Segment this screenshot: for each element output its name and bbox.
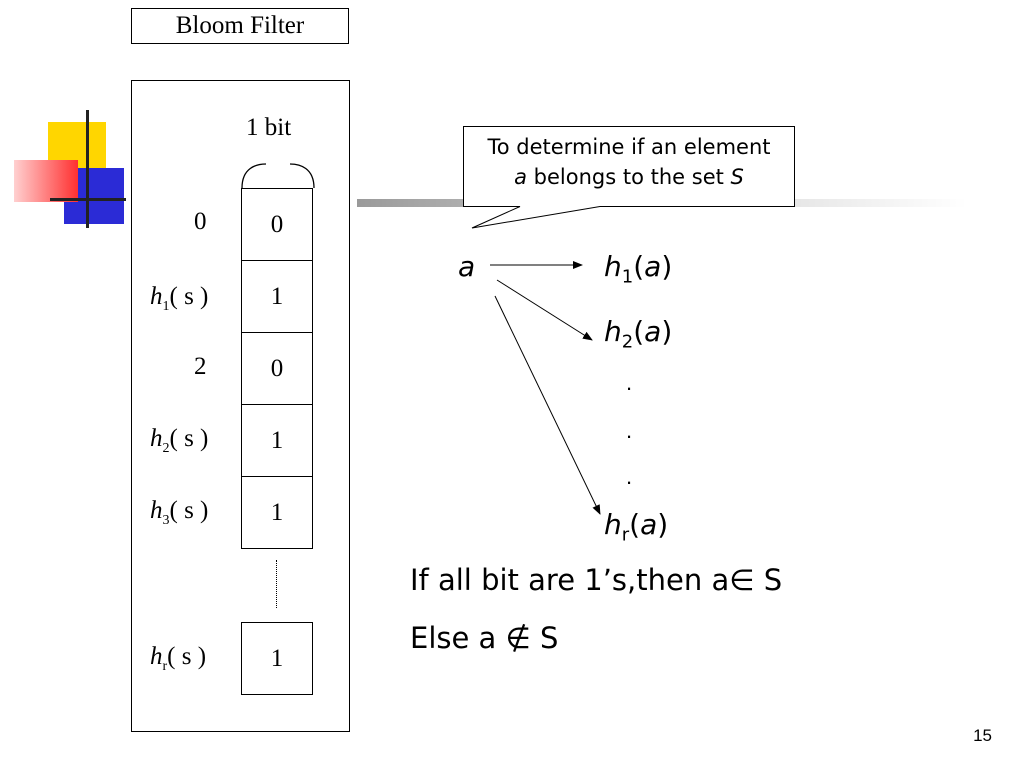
row-label-h2: h2( s ) bbox=[150, 425, 208, 457]
not-element-symbol: ∉ bbox=[505, 621, 531, 655]
hash-output-2: h2(a) bbox=[604, 315, 672, 353]
callout-line-1: To determine if an element bbox=[487, 135, 771, 159]
label-arg: ( s ) bbox=[167, 643, 207, 670]
ellipsis-dot-2: . bbox=[626, 418, 633, 443]
label-arg: ( s ) bbox=[169, 425, 209, 452]
bit-value: 0 bbox=[270, 210, 284, 238]
bit-width-label: 1 bit bbox=[246, 114, 292, 141]
else-prefix: Else a bbox=[410, 621, 506, 655]
input-element: a bbox=[458, 250, 475, 283]
arrow-to-hr bbox=[494, 295, 601, 515]
bit-value: 1 bbox=[270, 498, 284, 526]
bit-cell-4: 1 bbox=[241, 476, 313, 549]
callout-set: S bbox=[730, 165, 744, 189]
label-sub: r bbox=[162, 659, 168, 674]
hash-open: ( bbox=[633, 250, 645, 283]
ellipsis-dot-1: . bbox=[626, 370, 633, 395]
row-label-h1: h1( s ) bbox=[150, 283, 208, 315]
hash-output-r: hr(a) bbox=[604, 508, 668, 546]
hash-arg: a bbox=[644, 250, 662, 283]
hash-fn: h bbox=[604, 508, 622, 541]
else-suffix: S bbox=[530, 621, 559, 655]
callout-var: a bbox=[514, 165, 527, 189]
bit-array-gap-dots bbox=[276, 560, 277, 608]
bit-value: 1 bbox=[270, 644, 284, 672]
title-box: Bloom Filter bbox=[131, 8, 349, 44]
bit-value: 0 bbox=[270, 354, 284, 382]
row-label-hr: hr( s ) bbox=[150, 643, 206, 675]
label-fn: h bbox=[150, 283, 163, 310]
arrow-to-h2 bbox=[496, 279, 593, 341]
title-text: Bloom Filter bbox=[175, 12, 305, 39]
row-label-2: 2 bbox=[194, 353, 207, 380]
callout-text: To determine if an element a belongs to … bbox=[463, 126, 795, 206]
label-fn: h bbox=[150, 497, 163, 524]
hash-sub: 2 bbox=[621, 331, 634, 353]
page-number: 15 bbox=[973, 726, 992, 745]
label-arg: ( s ) bbox=[169, 283, 209, 310]
row-label-h3: h3( s ) bbox=[150, 497, 208, 529]
label-sub: 2 bbox=[162, 441, 170, 456]
callout-line-2: a belongs to the set S bbox=[463, 162, 795, 192]
bit-width-brace bbox=[241, 163, 315, 189]
hash-arg: a bbox=[640, 508, 658, 541]
row-label-0: 0 bbox=[194, 208, 207, 235]
bit-array-panel bbox=[131, 80, 350, 732]
hash-fn: h bbox=[604, 250, 622, 283]
statement-else: Else a ∉ S bbox=[410, 621, 558, 655]
ellipsis-dot-3: . bbox=[626, 464, 633, 489]
input-var: a bbox=[458, 250, 476, 283]
callout-mid: belongs to the set bbox=[527, 165, 731, 189]
hash-close: ) bbox=[657, 508, 669, 541]
decor-vertical-line bbox=[86, 110, 89, 228]
hash-open: ( bbox=[629, 508, 641, 541]
label-arg: ( s ) bbox=[169, 497, 209, 524]
label-sub: 1 bbox=[162, 299, 170, 314]
hash-close: ) bbox=[661, 250, 673, 283]
statement-all-ones: If all bit are 1’s,then a∈ S bbox=[410, 563, 783, 597]
label-fn: h bbox=[150, 643, 163, 670]
hash-output-1: h1(a) bbox=[604, 250, 672, 288]
hash-close: ) bbox=[661, 315, 673, 348]
bit-value: 1 bbox=[270, 426, 284, 454]
bit-cell-last: 1 bbox=[241, 622, 313, 695]
hash-sub: 1 bbox=[621, 266, 634, 288]
label-fn: h bbox=[150, 425, 163, 452]
hash-arg: a bbox=[644, 315, 662, 348]
hash-sub: r bbox=[621, 524, 630, 546]
callout-bubble bbox=[463, 126, 795, 229]
hash-open: ( bbox=[633, 315, 645, 348]
hash-fn: h bbox=[604, 315, 622, 348]
decor-red-square bbox=[14, 160, 78, 202]
label-sub: 3 bbox=[162, 513, 170, 528]
decor-horizontal-line bbox=[50, 198, 126, 201]
bit-value: 1 bbox=[270, 282, 284, 310]
